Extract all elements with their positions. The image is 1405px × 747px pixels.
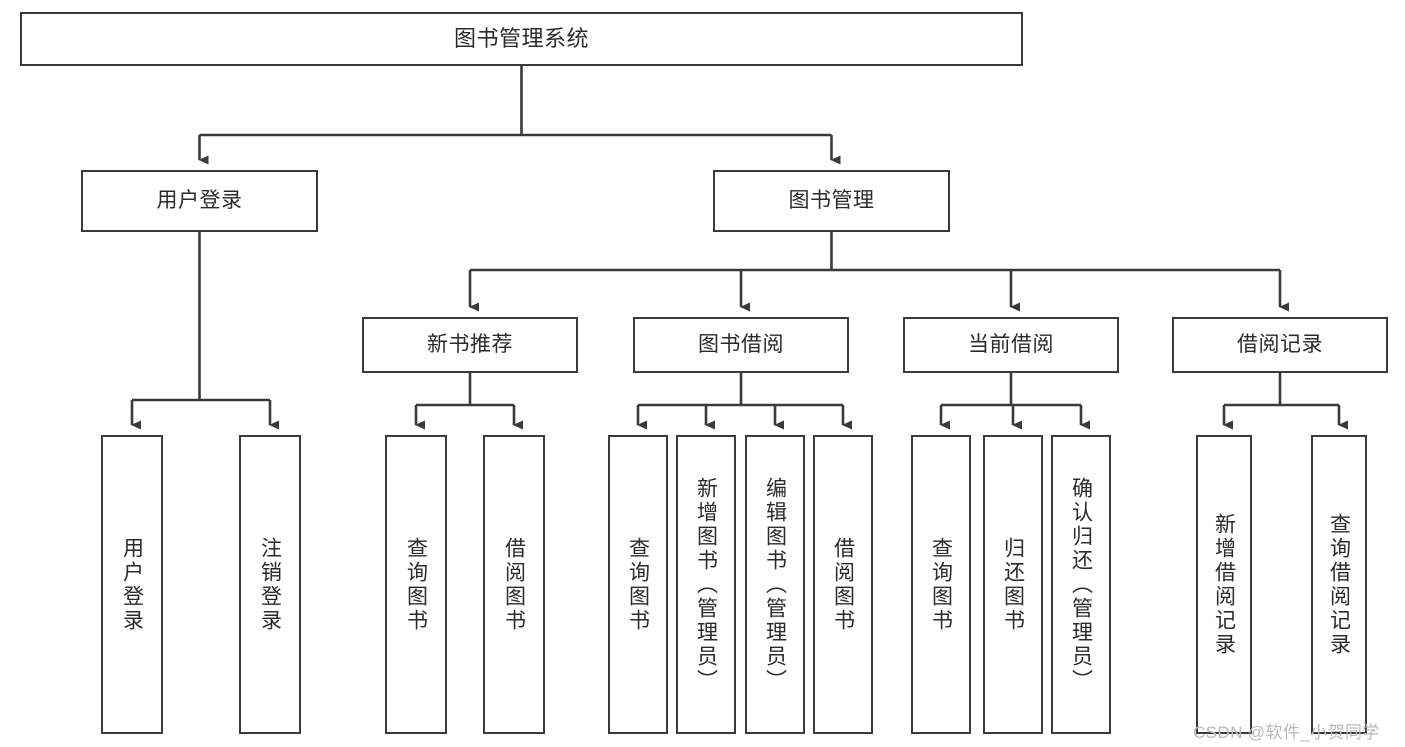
book-borrow-label: 图书借阅 (698, 332, 784, 356)
leaf-edit-book-label: 编辑图书（管理员） (763, 476, 787, 693)
node-borrow-record[interactable]: 借阅记录 (1172, 317, 1388, 373)
node-book-manage[interactable]: 图书管理 (713, 170, 950, 232)
leaf-leaf-query-book-1[interactable]: 查询图书 (385, 435, 447, 734)
new-book-recommend-label: 新书推荐 (427, 332, 513, 356)
leaf-leaf-borrow-book-1[interactable]: 借阅图书 (483, 435, 545, 734)
leaf-leaf-query-book-3[interactable]: 查询图书 (911, 435, 971, 734)
user-login-label: 用户登录 (156, 188, 243, 212)
borrow-record-label: 借阅记录 (1237, 332, 1323, 356)
node-book-borrow[interactable]: 图书借阅 (633, 317, 849, 373)
leaf-leaf-user-logout[interactable]: 注销登录 (239, 435, 301, 734)
leaf-return-book-label: 归还图书 (1001, 536, 1025, 633)
node-user-login[interactable]: 用户登录 (81, 170, 318, 232)
root-node-book-management-system[interactable]: 图书管理系统 (20, 12, 1023, 66)
leaf-leaf-borrow-book-2[interactable]: 借阅图书 (813, 435, 873, 734)
leaf-leaf-edit-book[interactable]: 编辑图书（管理员） (745, 435, 805, 734)
leaf-user-logout-label: 注销登录 (258, 536, 282, 633)
leaf-borrow-book-1-label: 借阅图书 (502, 536, 526, 633)
leaf-borrow-book-2-label: 借阅图书 (831, 536, 855, 633)
leaf-leaf-add-borrow-record[interactable]: 新增借阅记录 (1196, 435, 1252, 734)
node-current-borrow[interactable]: 当前借阅 (903, 317, 1119, 373)
leaf-leaf-query-book-2[interactable]: 查询图书 (608, 435, 668, 734)
leaf-query-book-2-label: 查询图书 (626, 536, 650, 633)
current-borrow-label: 当前借阅 (968, 332, 1054, 356)
leaf-leaf-query-borrow-record[interactable]: 查询借阅记录 (1311, 435, 1367, 734)
leaf-query-book-3-label: 查询图书 (929, 536, 953, 633)
leaf-leaf-confirm-return[interactable]: 确认归还（管理员） (1051, 435, 1111, 734)
leaf-confirm-return-label: 确认归还（管理员） (1069, 476, 1093, 693)
leaf-query-borrow-record-label: 查询借阅记录 (1327, 512, 1351, 657)
root-node-label: 图书管理系统 (453, 26, 589, 52)
leaf-leaf-user-login[interactable]: 用户登录 (101, 435, 163, 734)
leaf-leaf-add-book[interactable]: 新增图书（管理员） (676, 435, 736, 734)
leaf-leaf-return-book[interactable]: 归还图书 (983, 435, 1043, 734)
leaf-query-book-1-label: 查询图书 (404, 536, 428, 633)
leaf-add-book-label: 新增图书（管理员） (694, 476, 718, 693)
book-manage-label: 图书管理 (788, 188, 875, 212)
node-new-book-recommend[interactable]: 新书推荐 (362, 317, 578, 373)
leaf-user-login-label: 用户登录 (120, 536, 144, 633)
leaf-add-borrow-record-label: 新增借阅记录 (1212, 512, 1236, 657)
